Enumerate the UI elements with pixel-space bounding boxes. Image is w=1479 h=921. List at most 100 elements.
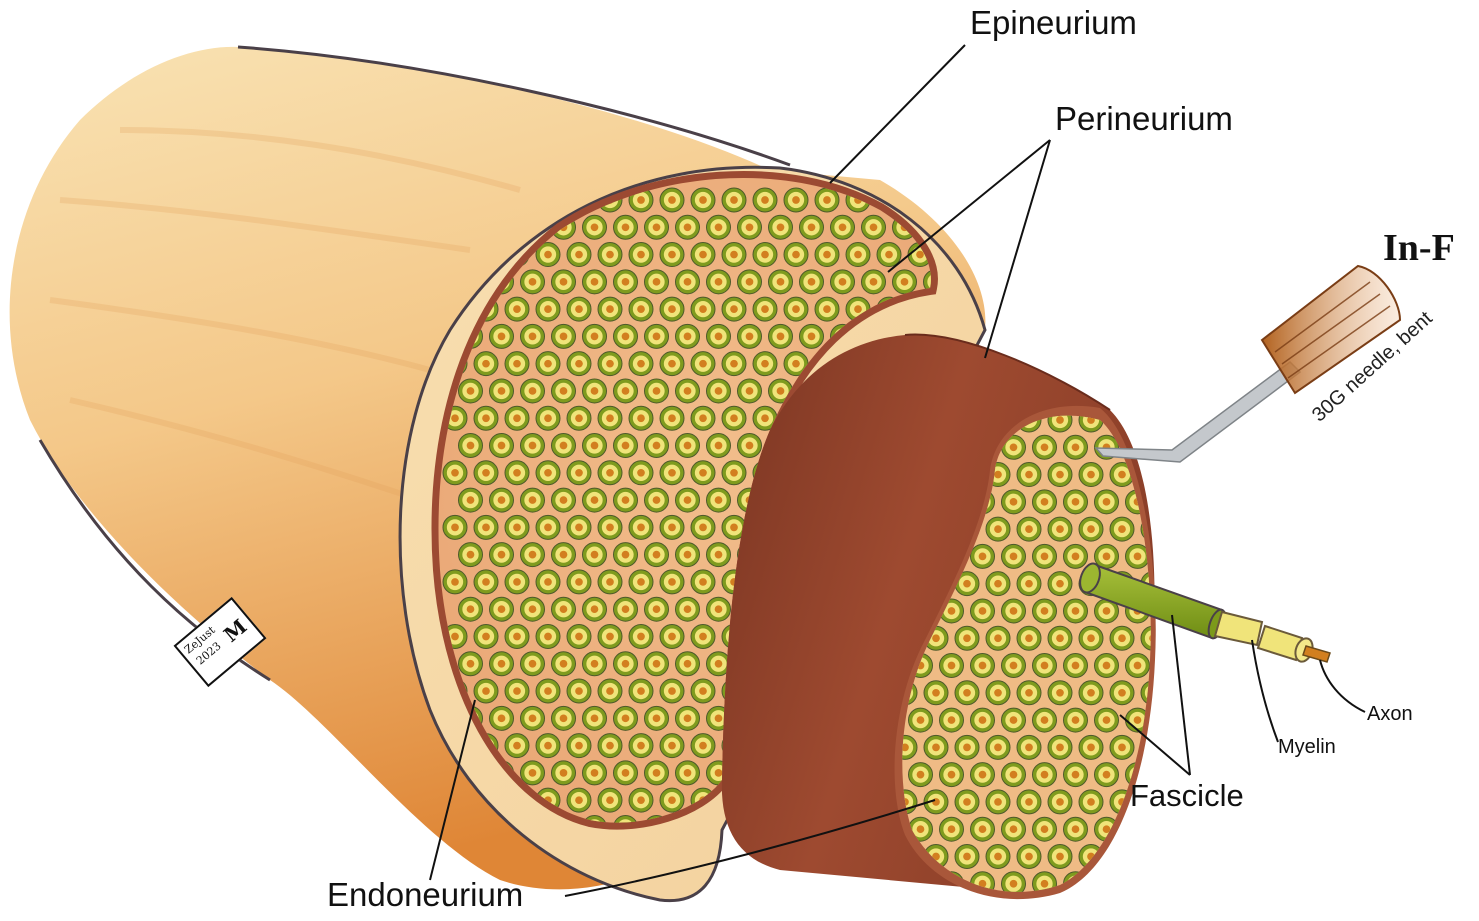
nerve-fiber <box>1157 817 1181 841</box>
nerve-fiber <box>551 705 576 731</box>
nerve-fiber <box>644 542 669 568</box>
nerve-fiber <box>644 214 669 240</box>
nerve-fiber <box>939 707 964 733</box>
label-axon: Axon <box>1367 703 1413 725</box>
nerve-fiber <box>675 705 700 731</box>
nerve-fiber <box>970 598 995 624</box>
nerve-fiber <box>1032 762 1057 788</box>
nerve-fiber <box>675 433 700 459</box>
nerve-fiber <box>659 733 685 759</box>
nerve-fiber <box>970 188 994 212</box>
nerve-fiber <box>628 787 654 813</box>
nerve-fiber <box>985 625 1011 651</box>
nerve-fiber <box>489 596 514 622</box>
nerve-fiber <box>721 242 747 268</box>
nerve-fiber <box>613 542 638 568</box>
nerve-fiber <box>690 351 716 377</box>
nerve-fiber <box>1109 843 1135 869</box>
nerve-fiber <box>535 514 561 540</box>
nerve-fiber <box>970 707 995 733</box>
nerve-fiber <box>799 214 824 240</box>
nerve-fiber <box>566 678 592 704</box>
nerve-fiber <box>504 351 530 377</box>
nerve-fiber <box>473 460 499 486</box>
nerve-fiber <box>1047 625 1073 651</box>
nerve-fiber <box>489 705 514 731</box>
nerve-fiber <box>473 351 499 377</box>
nerve-fiber <box>644 651 669 677</box>
nerve-fiber <box>628 678 654 704</box>
label-perineurium: Perineurium <box>1055 100 1233 137</box>
nerve-fiber <box>768 214 793 240</box>
nerve-fiber <box>737 214 762 240</box>
nerve-fiber <box>489 542 514 568</box>
nerve-fiber <box>520 269 545 295</box>
nerve-fiber <box>551 269 576 295</box>
nerve-fiber <box>675 596 700 622</box>
label-myelin: Myelin <box>1278 736 1336 758</box>
nerve-fiber <box>520 378 545 404</box>
nerve-fiber <box>582 760 607 786</box>
nerve-fiber <box>613 705 638 731</box>
nerve-fiber <box>597 569 623 595</box>
nerve-fiber <box>986 215 1010 239</box>
nerve-fiber <box>473 623 499 649</box>
nerve-fiber <box>690 733 716 759</box>
nerve-fiber <box>504 733 530 759</box>
nerve-fiber <box>690 405 716 431</box>
nerve-fiber <box>535 569 561 595</box>
nerve-fiber <box>628 351 654 377</box>
nerve-fiber <box>1001 434 1026 460</box>
nerve-fiber <box>752 351 778 377</box>
nerve-fiber <box>1078 734 1104 760</box>
nerve-fiber <box>954 843 980 869</box>
nerve-fiber <box>628 296 654 322</box>
extracted-nerve-fiber <box>1079 562 1331 663</box>
nerve-fiber <box>597 733 623 759</box>
nerve-fiber <box>597 678 623 704</box>
nerve-fiber <box>861 214 886 240</box>
nerve-fiber <box>908 762 933 788</box>
nerve-fiber <box>458 378 483 404</box>
nerve-fiber <box>535 351 561 377</box>
nerve-fiber <box>799 323 824 349</box>
nerve-fiber <box>1032 707 1057 733</box>
nerve-fiber <box>644 596 669 622</box>
nerve-fiber <box>473 678 499 704</box>
nerve-fiber <box>1047 516 1073 542</box>
nerve-fiber <box>535 296 561 322</box>
nerve-fiber <box>659 187 685 213</box>
nerve-fiber <box>628 623 654 649</box>
nerve-fiber <box>876 242 902 268</box>
nerve-fiber <box>737 323 762 349</box>
nerve-fiber <box>1078 789 1104 815</box>
nerve-fiber <box>504 623 530 649</box>
nerve-fiber <box>473 405 499 431</box>
nerve-fiber <box>535 242 561 268</box>
nerve-fiber <box>442 460 468 486</box>
nerve-fiber <box>706 214 731 240</box>
nerve-fiber <box>1157 544 1181 568</box>
nerve-fiber <box>955 899 979 921</box>
nerve-fiber <box>644 378 669 404</box>
nerve-fiber <box>566 733 592 759</box>
nerve-fiber <box>721 514 747 540</box>
nerve-fiber <box>892 269 917 295</box>
nerve-fiber <box>1063 434 1088 460</box>
axon-core <box>1302 645 1331 663</box>
figure-title: In-F <box>1383 227 1455 269</box>
nerve-fiber <box>985 843 1011 869</box>
nerve-fiber <box>1140 415 1151 433</box>
nerve-fiber <box>1094 762 1119 788</box>
nerve-fiber <box>551 487 576 513</box>
nerve-fiber <box>923 734 949 760</box>
nerve-fiber <box>783 242 809 268</box>
nerve-fiber <box>535 460 561 486</box>
nerve-fiber <box>551 433 576 459</box>
nerve-fiber <box>1063 653 1088 679</box>
nerve-fiber <box>1078 680 1104 706</box>
nerve-fiber <box>613 760 638 786</box>
nerve-fiber <box>582 705 607 731</box>
nerve-fiber <box>613 487 638 513</box>
